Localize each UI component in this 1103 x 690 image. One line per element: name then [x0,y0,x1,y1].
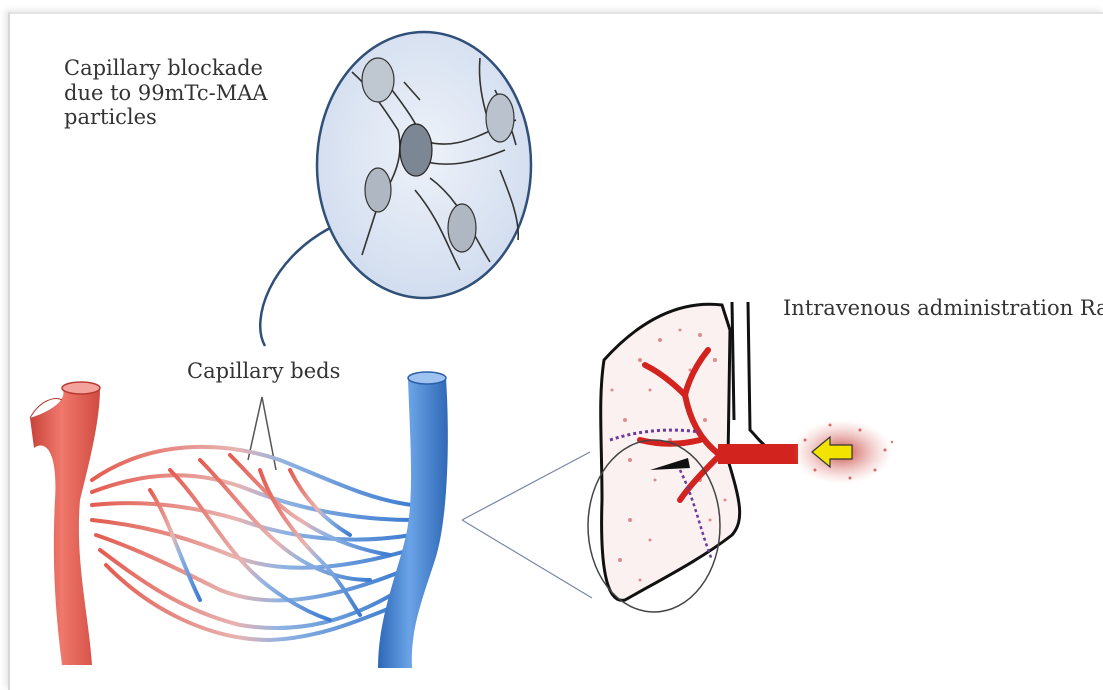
artery [30,382,100,665]
intravenous-label: Intravenous administration Radioactive c… [783,296,1103,321]
injection-arrow [792,420,893,484]
capillary-network [92,447,412,640]
lung [588,302,798,612]
capillary-blockade-label: Capillary blockade due to 99mTc-MAA part… [64,56,314,130]
pulmonary-artery [718,444,798,464]
zoom-lines [462,452,592,598]
capillary-beds-label: Capillary beds [187,359,340,384]
